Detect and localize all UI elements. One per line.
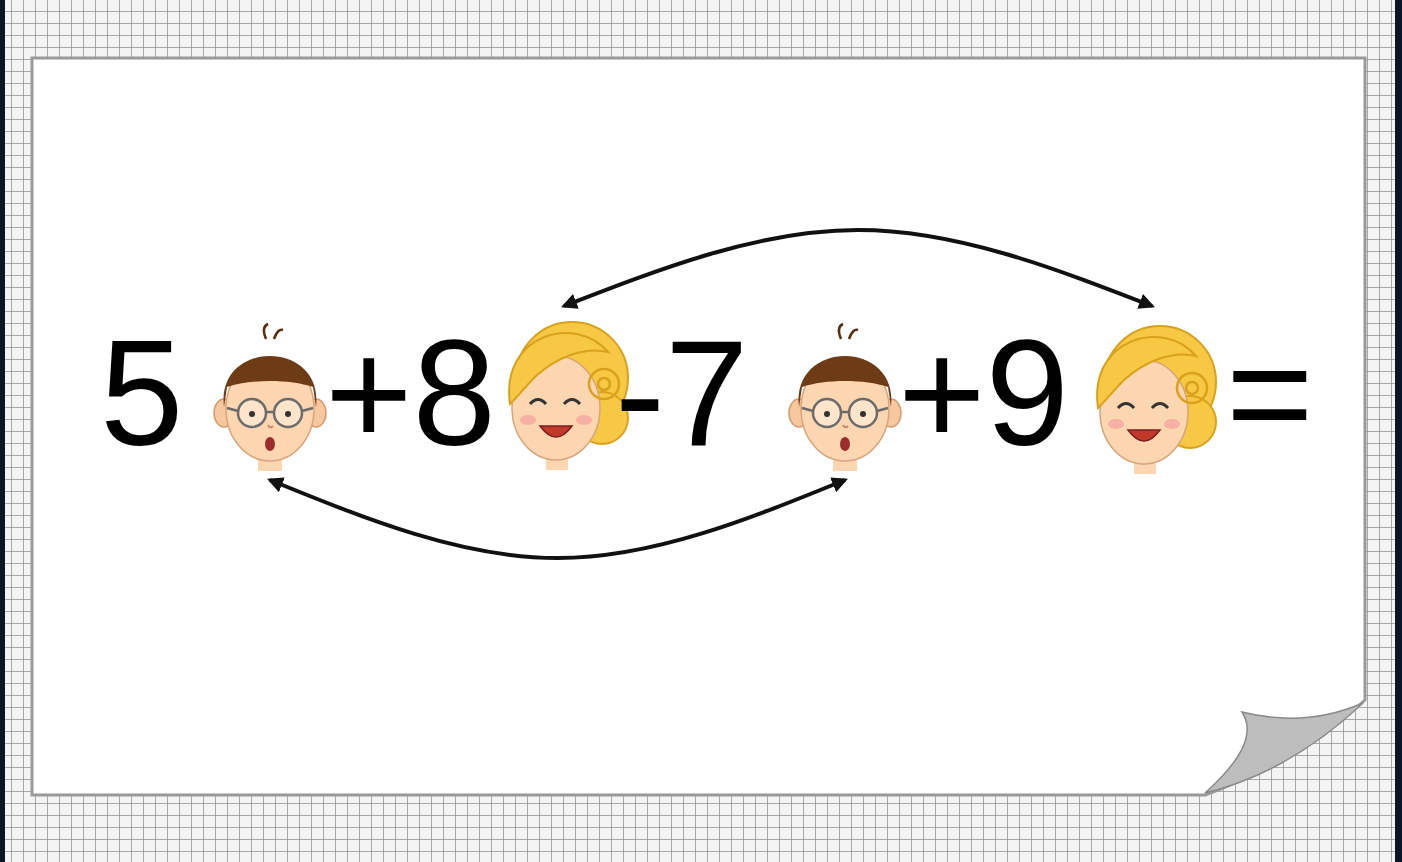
math-term: 5 (100, 318, 330, 468)
equals-sign: = (1226, 318, 1314, 468)
term-number: +9 (898, 318, 1069, 468)
math-term: -7 (615, 318, 905, 468)
math-term: +8 (325, 318, 625, 468)
page-curl (1205, 703, 1363, 793)
term-number: 5 (100, 318, 183, 468)
girl-face (1097, 326, 1216, 474)
term-number: -7 (615, 318, 748, 468)
swap-arrow (564, 230, 1152, 306)
boy-face (214, 324, 326, 471)
swap-arrow (270, 480, 845, 558)
boy-face (789, 324, 901, 471)
term-number: +8 (325, 318, 496, 468)
girl-face (509, 322, 628, 470)
math-term: +9 (898, 318, 1216, 468)
grid-paper (5, 0, 1395, 862)
paper-sheet (32, 58, 1365, 795)
